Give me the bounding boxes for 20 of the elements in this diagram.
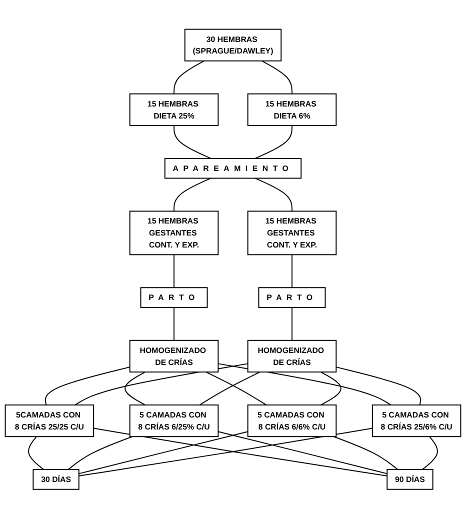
connector [206, 372, 267, 406]
connector [44, 366, 130, 406]
connector [124, 372, 146, 406]
connector [199, 372, 260, 406]
connector [333, 436, 398, 470]
connector [74, 363, 248, 406]
connector [336, 366, 422, 406]
connector [174, 125, 212, 160]
connector [254, 178, 292, 212]
connector [422, 436, 438, 470]
connector [174, 178, 212, 212]
connector [218, 363, 392, 406]
connector [78, 431, 248, 474]
connector [68, 436, 133, 470]
connector [261, 60, 292, 95]
connector [174, 60, 205, 95]
connector [28, 436, 44, 470]
connector [254, 125, 292, 160]
connector [320, 372, 342, 406]
connector [218, 431, 388, 474]
